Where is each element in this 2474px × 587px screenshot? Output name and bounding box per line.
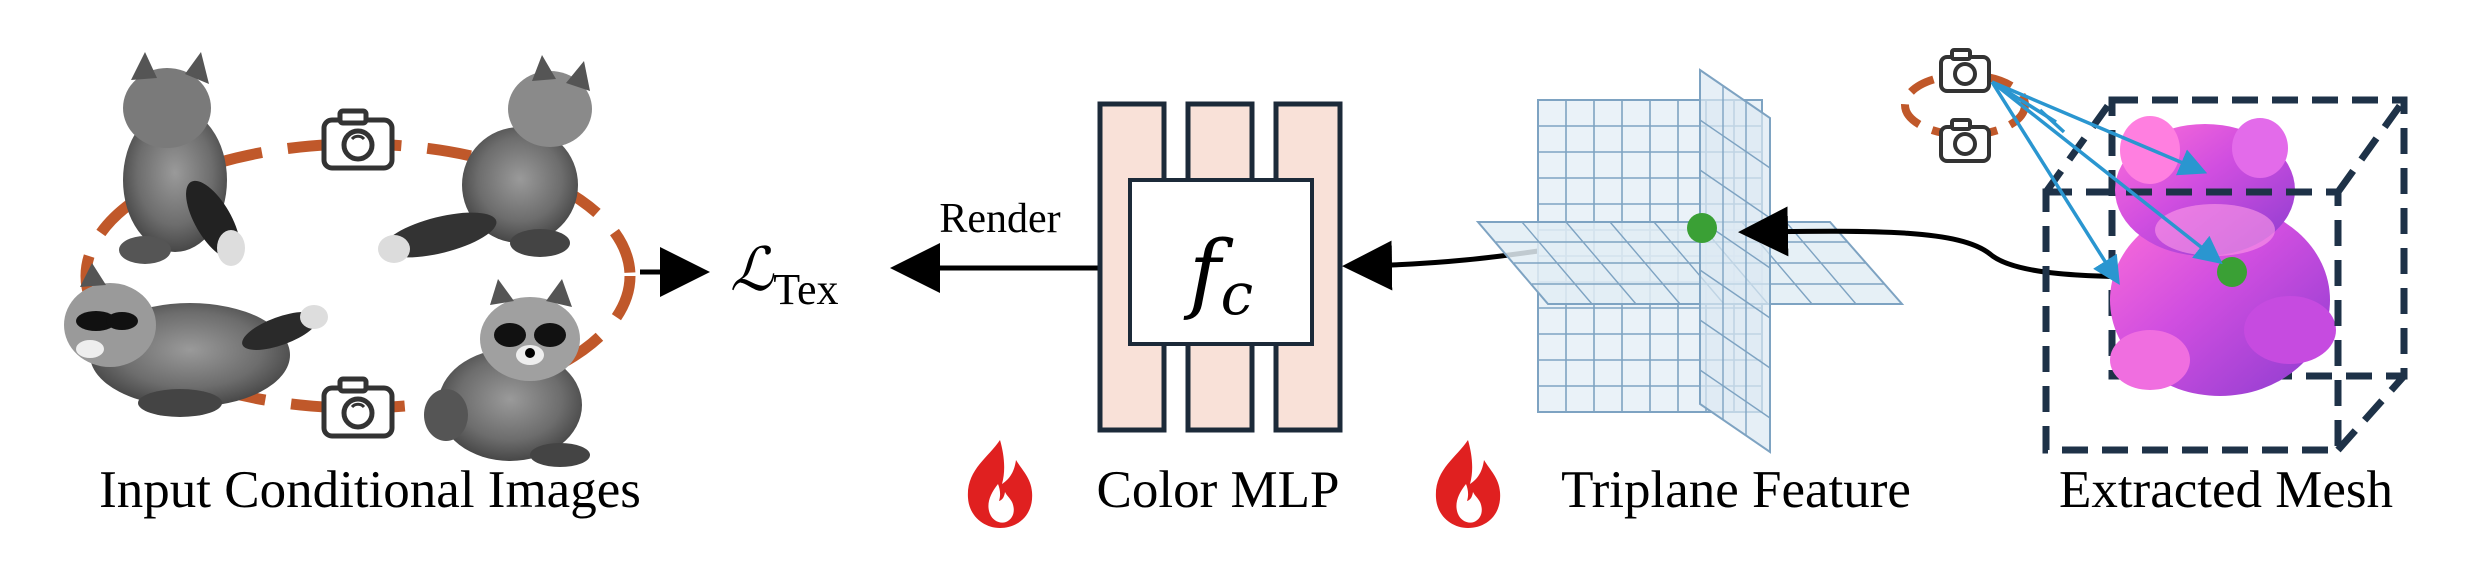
triplane-depth-plane bbox=[1699, 68, 1771, 454]
raccoon-image-bottom-left bbox=[64, 263, 328, 417]
caption-color-mlp: Color MLP bbox=[1096, 461, 1340, 519]
caption-triplane-feature: Triplane Feature bbox=[1561, 461, 1911, 519]
caption-extracted-mesh: Extracted Mesh bbox=[2058, 461, 2394, 519]
input-images-group bbox=[64, 52, 710, 467]
mlp-function-box bbox=[1128, 178, 1314, 346]
raccoon-image-top-left bbox=[119, 52, 245, 266]
mesh-sample-point bbox=[2217, 257, 2247, 287]
caption-input-images: Input Conditional Images bbox=[99, 461, 641, 519]
raccoon-image-bottom-right bbox=[424, 279, 590, 467]
color-mlp-block: fc bbox=[1097, 101, 1343, 433]
loss-subscript: Tex bbox=[773, 265, 838, 314]
render-label: Render bbox=[939, 196, 1060, 242]
camera-icon-lower bbox=[1939, 118, 1991, 163]
flame-icon-color-mlp bbox=[967, 440, 1033, 528]
camera-icon-upper bbox=[1939, 48, 1991, 93]
camera-rays bbox=[1990, 80, 2223, 285]
loss-symbol: ℒ bbox=[730, 237, 775, 303]
camera-icon-bottom bbox=[324, 379, 392, 436]
loss-label: ℒTex bbox=[730, 237, 839, 314]
mesh-box-front bbox=[2042, 188, 2342, 454]
mesh-shape bbox=[2110, 116, 2336, 396]
raccoon-image-top-right bbox=[378, 55, 592, 263]
mesh-box-edges bbox=[2043, 97, 2407, 453]
triplane-sample-point bbox=[1687, 213, 1717, 243]
mlp-subscript: c bbox=[1221, 260, 1253, 328]
flame-icon-triplane bbox=[1435, 440, 1501, 528]
triplane-feature bbox=[1475, 68, 1905, 454]
camera-icon-top bbox=[324, 111, 392, 168]
extracted-mesh bbox=[1901, 48, 2408, 454]
